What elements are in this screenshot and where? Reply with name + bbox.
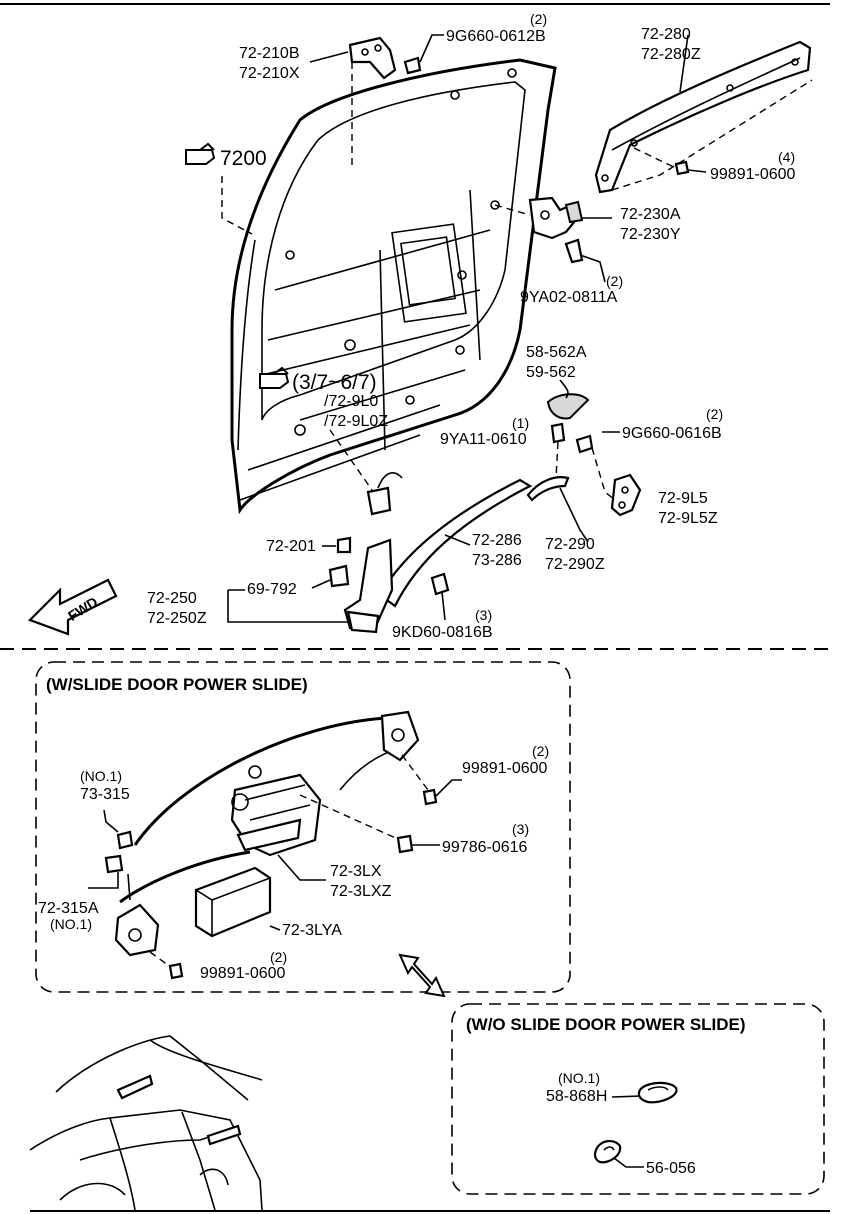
slide-motor-part [230, 765, 322, 857]
center-hinge-part [528, 196, 584, 264]
grommet-part [116, 830, 134, 850]
label-cap-69: 69-792 [247, 581, 297, 598]
qty-bolt-motor: (3) [512, 821, 529, 837]
label-lower-hinge-1: 72-9L5 [658, 490, 708, 507]
label-cable-cover-1: 72-290 [545, 536, 595, 553]
label-bolt-stopper: 9YA11-0610 [440, 431, 527, 448]
cable-cover-part [526, 476, 570, 502]
label-nut-top: 99891-0600 [462, 760, 548, 777]
qty-bolt-stopper: (1) [512, 415, 529, 431]
label-upper-rail-2: 72-280Z [641, 46, 701, 63]
label-seal: 56-056 [646, 1160, 696, 1177]
lower-hinge-part [575, 434, 642, 517]
label-bolt-lower-rail: 9KD60-0816B [392, 624, 493, 641]
control-module-part [194, 866, 272, 938]
label-bolt-lower-hinge: 9G660-0616B [622, 425, 722, 442]
label-lower-arm-1: 72-250 [147, 590, 197, 607]
label-upper-rail-1: 72-280 [641, 26, 691, 43]
label-nut-bottom: 99891-0600 [200, 965, 286, 982]
label-clip-201: 72-201 [266, 538, 316, 555]
upper-rail-part [594, 40, 812, 194]
label-lower-hinge-2: 72-9L5Z [658, 510, 718, 527]
qty-nut-upper-rail: (4) [778, 149, 795, 165]
label-grommet-b-no: (NO.1) [50, 916, 92, 932]
label-hinge-upper-2: 72-210X [239, 65, 300, 82]
qty-nut-top: (2) [532, 743, 549, 759]
label-nut-upper-rail: 99891-0600 [710, 166, 796, 183]
stopper-part [546, 393, 590, 444]
lock-assembly-part [366, 472, 403, 516]
label-center-hinge-1: 72-230A [620, 206, 681, 223]
reference-hand-icon-lock [259, 366, 290, 389]
label-stopper-1: 58-562A [526, 344, 587, 361]
label-motor-1: 72-3LX [330, 863, 382, 880]
qty-bolt-center-hinge: (2) [606, 273, 623, 289]
pulley-bracket-part [380, 710, 420, 762]
label-module: 72-3LYA [282, 922, 342, 939]
label-lower-rail-2: 73-286 [472, 552, 522, 569]
lower-rail-part [378, 478, 533, 608]
label-cable-cover-2: 72-290Z [545, 556, 605, 573]
upper-hinge-part [348, 36, 422, 80]
vehicle-locator-illustration [29, 1035, 263, 1211]
label-bolt-upper-hinge: 9G660-0612B [446, 28, 546, 45]
no-power-slide-title: (W/O SLIDE DOOR POWER SLIDE) [466, 1015, 746, 1034]
qty-bolt-lower-rail: (3) [475, 607, 492, 623]
label-lock-2: /72-9L0Z [324, 413, 388, 430]
either-or-arrow-icon [398, 953, 446, 998]
label-lower-rail-1: 72-286 [472, 532, 522, 549]
reference-hand-icon [185, 142, 216, 165]
label-lower-arm-2: 72-250Z [147, 610, 207, 627]
label-grommet-no: (NO.1) [80, 768, 122, 784]
label-bolt-motor: 99786-0616 [442, 839, 528, 856]
label-motor-2: 72-3LXZ [330, 883, 392, 900]
lower-arm-part [328, 536, 394, 634]
no-power-slide-box [451, 1003, 825, 1195]
label-grommet-b: 72-315A [38, 900, 99, 917]
label-stopper-2: 59-562 [526, 364, 576, 381]
label-bolt-center-hinge: 9YA02-0811A [520, 289, 618, 306]
label-plug: 58-868H [546, 1088, 607, 1105]
power-slide-title: (W/SLIDE DOOR POWER SLIDE) [46, 675, 308, 694]
qty-nut-bottom: (2) [270, 949, 287, 965]
lower-bracket-part [114, 903, 160, 957]
label-ref-main: 7200 [220, 147, 267, 170]
label-plug-no: (NO.1) [558, 1070, 600, 1086]
qty-bolt-upper-hinge: (2) [530, 11, 547, 27]
qty-bolt-lower-hinge: (2) [706, 406, 723, 422]
label-lock-1: /72-9L0 [324, 393, 378, 410]
label-hinge-upper-1: 72-210B [239, 45, 300, 62]
label-center-hinge-2: 72-230Y [620, 226, 681, 243]
label-ref-lock: (3/7~6/7) [292, 371, 377, 394]
power-slide-box [35, 661, 571, 993]
plug-part [637, 1081, 678, 1104]
label-grommet: 73-315 [80, 786, 130, 803]
fwd-arrow-icon: FWD [28, 578, 118, 636]
grommet-b-part [104, 854, 124, 874]
